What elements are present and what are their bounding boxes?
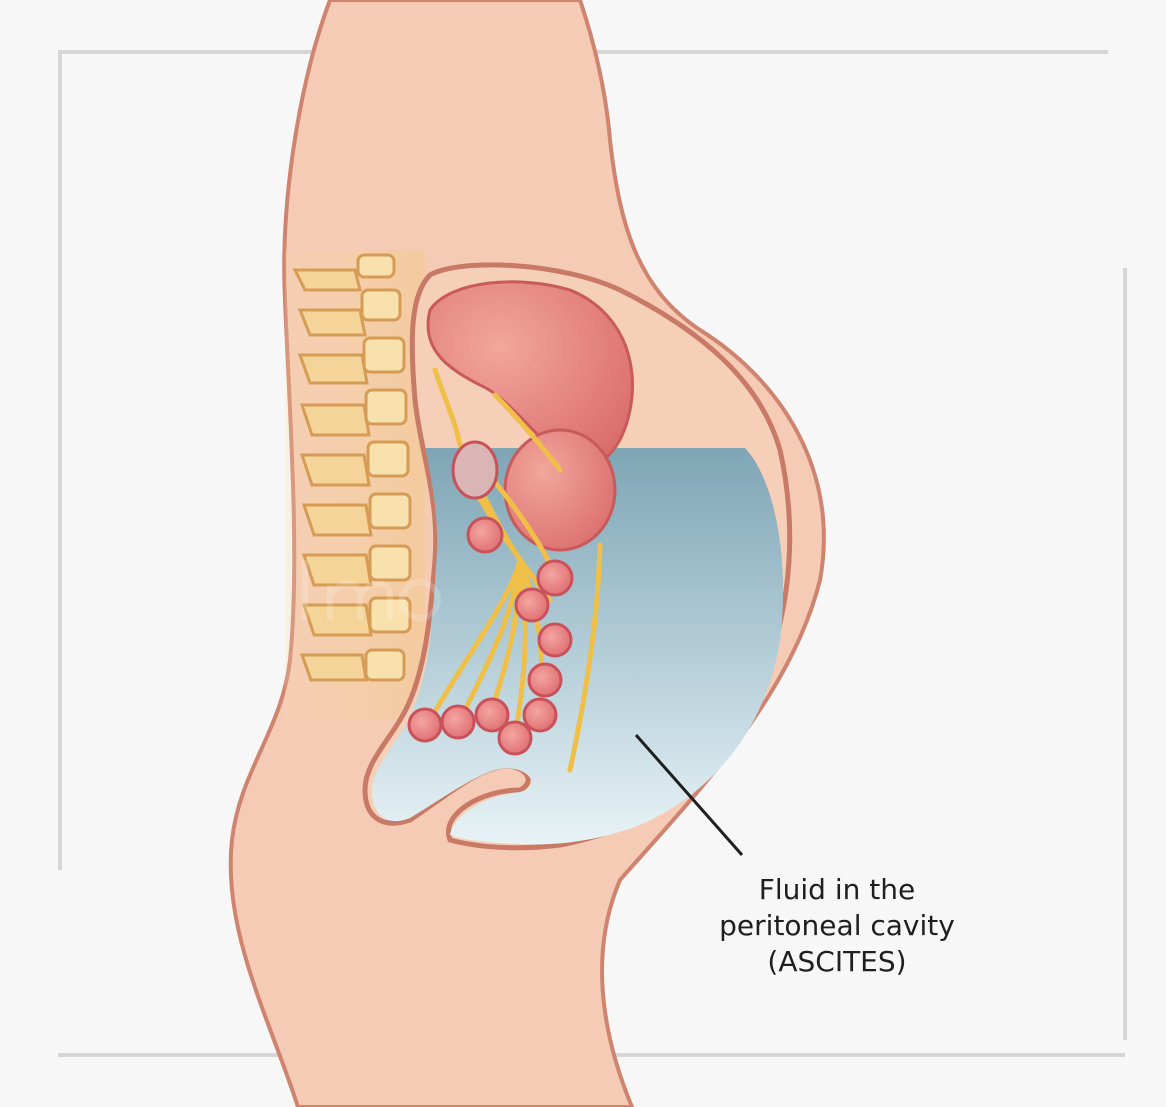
callout-line-1: Fluid in the: [672, 872, 1002, 908]
intestine-loop: [505, 430, 615, 550]
ascites-callout-label: Fluid in the peritoneal cavity (ASCITES): [672, 872, 1002, 980]
callout-line-2: peritoneal cavity: [672, 908, 1002, 944]
callout-line-3: (ASCITES): [672, 944, 1002, 980]
spine: [285, 250, 425, 720]
